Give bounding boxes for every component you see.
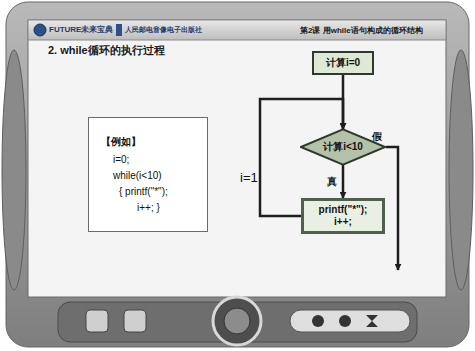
diamond-shape bbox=[301, 129, 385, 164]
lesson-header: 第2课 用while语句构成的循环结构 bbox=[300, 26, 423, 36]
process-box: printf("*");i++; bbox=[301, 198, 385, 234]
play-button bbox=[213, 297, 261, 345]
slide-header bbox=[28, 20, 446, 40]
control-button bbox=[124, 310, 146, 332]
node-text: 计算i=0 bbox=[326, 57, 360, 69]
status-pill bbox=[290, 310, 410, 332]
process-box: 计算i=0 bbox=[312, 51, 374, 75]
example-box: 【例如】 i=0;while(i<10){ printf("*");i++; } bbox=[88, 117, 208, 232]
node-content: 计算i<10 bbox=[323, 141, 363, 153]
slide-title: 2. while循环的执行过程 bbox=[48, 43, 165, 58]
node-text: printf("*"); bbox=[319, 204, 368, 216]
node-text: { printf("*"); bbox=[119, 184, 195, 200]
publisher-name: 人民邮电音像电子出版社 bbox=[125, 26, 202, 34]
node-text: i=0; bbox=[113, 152, 195, 168]
slide-area bbox=[28, 20, 446, 297]
exit-arrow bbox=[386, 147, 398, 270]
variable-value: i=1 bbox=[240, 170, 258, 186]
edge-label: 真 bbox=[326, 175, 338, 189]
frame-body bbox=[6, 2, 469, 347]
node-content: 计算i=0 bbox=[326, 57, 360, 69]
node-text: i++; } bbox=[137, 200, 195, 216]
logo-mark bbox=[34, 24, 46, 36]
example-heading: 【例如】 bbox=[101, 134, 195, 150]
node-content: printf("*");i++; bbox=[319, 204, 368, 228]
node-content: 【例如】 i=0;while(i<10){ printf("*");i++; } bbox=[97, 134, 195, 216]
status-dot bbox=[312, 315, 324, 327]
play-button-core bbox=[224, 308, 250, 334]
control-button bbox=[86, 310, 108, 332]
decision-diamond: 计算i<10 bbox=[300, 129, 386, 165]
publisher-mark bbox=[116, 24, 122, 36]
node-text: 计算i<10 bbox=[323, 141, 363, 153]
status-glyph bbox=[366, 315, 378, 327]
status-dot bbox=[339, 315, 351, 327]
frame-side bbox=[449, 50, 473, 290]
frame-side bbox=[2, 50, 26, 290]
node-text: while(i<10) bbox=[113, 168, 195, 184]
node-text: i++; bbox=[319, 216, 368, 228]
flow-arrow bbox=[342, 165, 345, 198]
brand-logo: FUTURE未来宝典 bbox=[49, 25, 113, 35]
